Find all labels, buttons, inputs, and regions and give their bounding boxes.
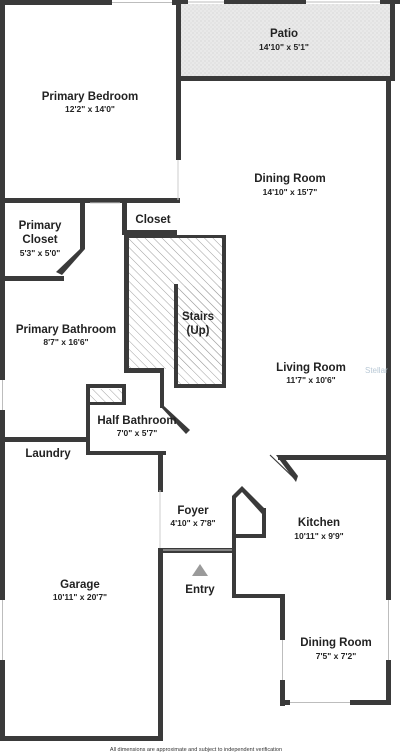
- garage-label: Garage: [60, 579, 100, 591]
- primary-closet-label-line1: Primary: [19, 220, 62, 232]
- living-room-dims: 11'7" x 10'6": [286, 375, 335, 385]
- primary-closet-label-line2: Closet: [22, 234, 57, 246]
- entry-label: Entry: [185, 584, 215, 596]
- primary-bedroom-dims: 12'2" x 14'0": [65, 104, 115, 114]
- watermark-text: Stellar: [365, 366, 388, 375]
- dining-room-bottom-label: Dining Room: [300, 637, 372, 649]
- laundry-label: Laundry: [25, 448, 71, 460]
- closet-label: Closet: [135, 214, 170, 226]
- half-bath-hatch: [90, 389, 124, 403]
- stairs-landing: [176, 286, 224, 386]
- half-bathroom-label: Half Bathroom: [97, 415, 176, 427]
- kitchen-label: Kitchen: [298, 517, 340, 529]
- dining-room-top-label: Dining Room: [254, 173, 326, 185]
- doors: [90, 160, 297, 551]
- windows: [0, 0, 391, 705]
- primary-bathroom-label: Primary Bathroom: [16, 324, 116, 336]
- stairs-label-line2: (Up): [187, 325, 210, 337]
- primary-closet-dims: 5'3" x 5'0": [20, 248, 60, 258]
- foyer-label: Foyer: [177, 505, 209, 517]
- patio-floor: [181, 4, 391, 76]
- dining-room-top-dims: 14'10" x 15'7": [263, 187, 318, 197]
- kitchen-dims: 10'11" x 9'9": [294, 531, 343, 541]
- garage-dims: 10'11" x 20'7": [53, 592, 107, 602]
- patio-dims: 14'10" x 5'1": [259, 42, 309, 52]
- stairs-label-line1: Stairs: [182, 311, 214, 323]
- foyer-dims: 4'10" x 7'8": [170, 518, 215, 528]
- living-room-label: Living Room: [276, 362, 346, 374]
- primary-bathroom-dims: 8'7" x 16'6": [43, 337, 88, 347]
- primary-bedroom-label: Primary Bedroom: [42, 91, 139, 103]
- patio-label: Patio: [270, 28, 298, 40]
- dining-room-bottom-dims: 7'5" x 7'2": [316, 651, 356, 661]
- entry-arrow-icon: [192, 564, 208, 576]
- half-bathroom-dims: 7'0" x 5'7": [117, 428, 157, 438]
- footer-disclaimer: All dimensions are approximate and subje…: [110, 747, 282, 753]
